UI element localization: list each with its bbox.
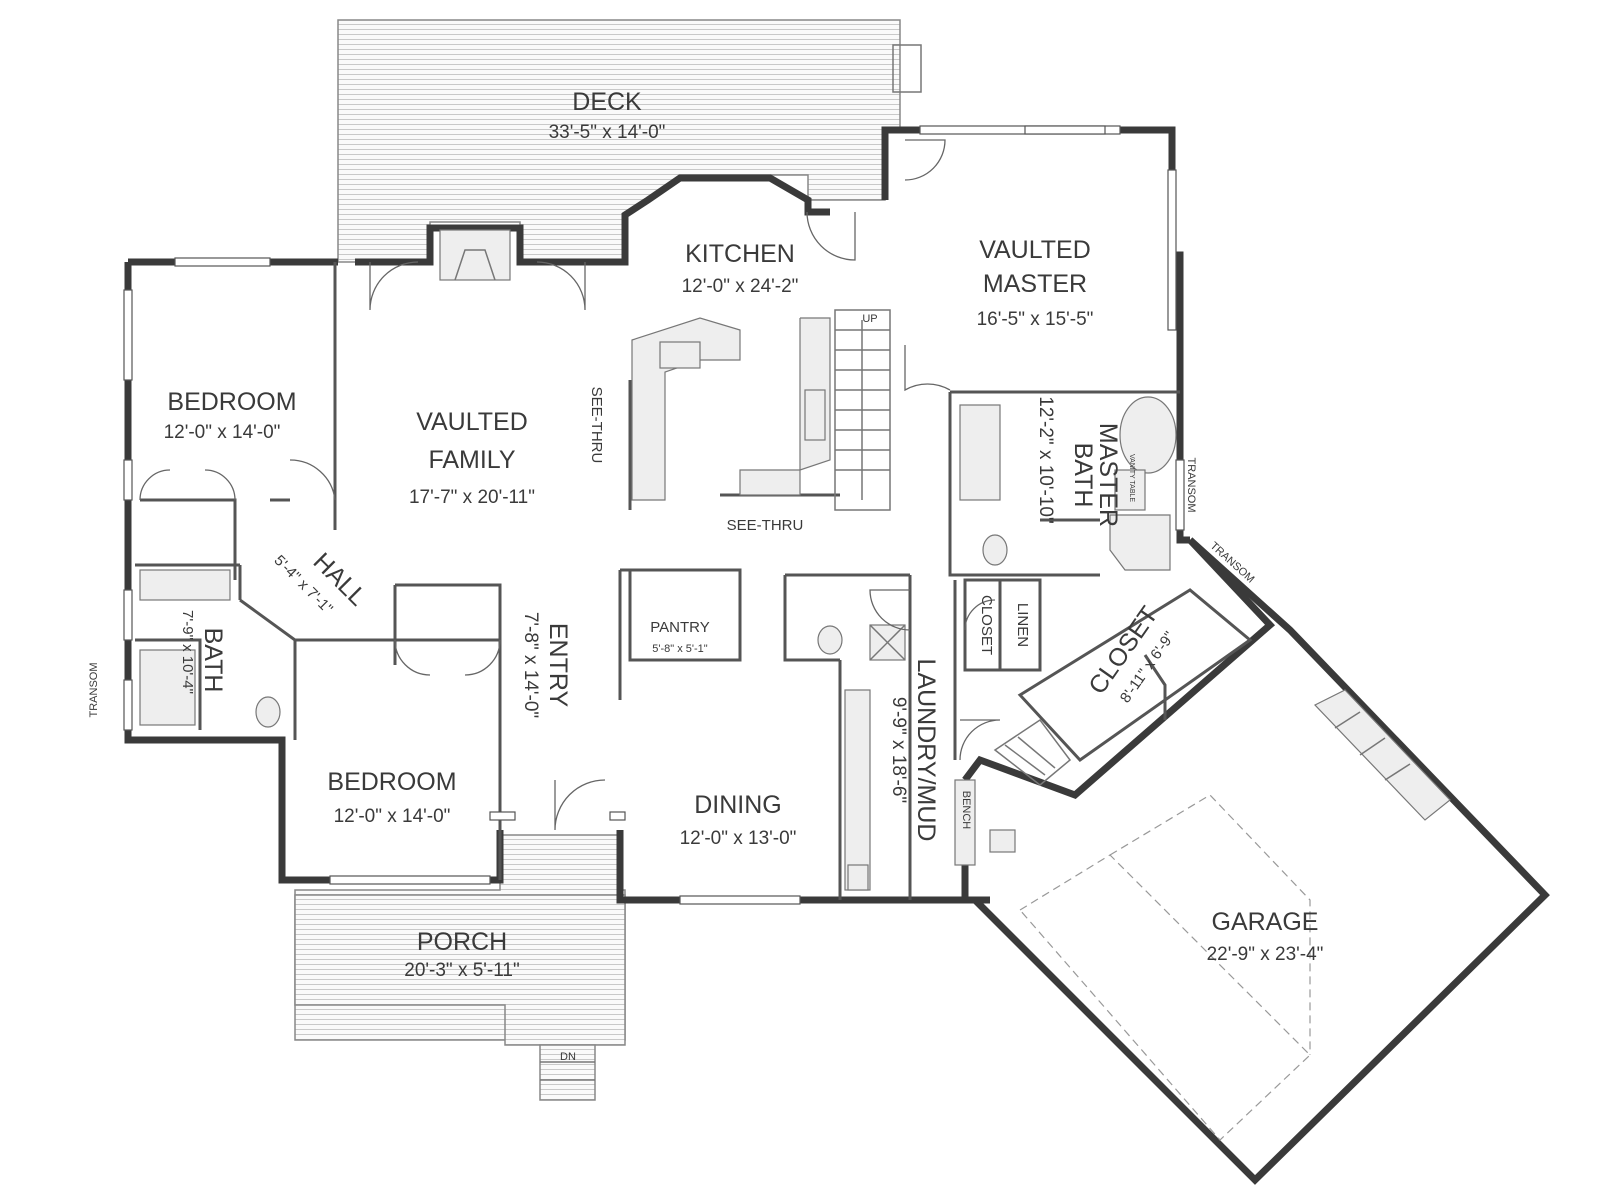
bedroom-nw-dim: 12'-0" x 14'-0" xyxy=(164,422,281,443)
vanity-table xyxy=(1114,469,1146,511)
interior-walls xyxy=(135,262,1253,900)
family-dim: 17'-7" x 20'-11" xyxy=(409,487,535,508)
master-bath-dim: 12'-2" x 10'-10" xyxy=(1035,396,1056,523)
bedroom-sw-dim: 12'-0" x 14'-0" xyxy=(334,806,451,827)
pantry-name: PANTRY xyxy=(650,619,709,636)
bedroom-nw-name: BEDROOM xyxy=(167,388,296,416)
bedroom-sw-name: BEDROOM xyxy=(327,768,456,796)
transom-right-note: TRANSOM xyxy=(1185,458,1197,513)
windows xyxy=(123,125,1185,905)
bath-name: BATH xyxy=(199,628,227,693)
garage-dim: 22'-9" x 23'-4" xyxy=(1207,944,1324,965)
master-bath-name-2: BATH xyxy=(1069,443,1097,508)
laundry-counter xyxy=(844,689,871,891)
family-name-1: VAULTED xyxy=(416,408,528,436)
closet-small-name: CLOSET xyxy=(978,595,995,655)
fireplace xyxy=(439,229,511,281)
laundry-name: LAUNDRY/MUD xyxy=(912,659,940,842)
kitchen-name: KITCHEN xyxy=(685,240,795,268)
bench xyxy=(954,779,976,866)
see-thru-bottom-note: SEE-THRU xyxy=(727,517,804,534)
deck-name: DECK xyxy=(572,88,642,116)
deck-dim: 33'-5" x 14'-0" xyxy=(549,122,666,143)
kitchen-dim: 12'-0" x 24'-2" xyxy=(682,276,799,297)
dining-dim: 12'-0" x 13'-0" xyxy=(680,828,797,849)
chimney-vent xyxy=(892,44,922,93)
vanity-hall-bath xyxy=(139,569,231,601)
linen-name: LINEN xyxy=(1014,603,1031,647)
master-vanity xyxy=(959,404,1001,501)
doors xyxy=(139,139,1001,831)
entry-name: ENTRY xyxy=(544,623,572,708)
master-name-1: VAULTED xyxy=(979,236,1091,264)
garage-car-outline-left xyxy=(1019,854,1311,1141)
master-dim: 16'-5" x 15'-5" xyxy=(977,309,1094,330)
porch-name: PORCH xyxy=(417,928,507,956)
kitchen-sink xyxy=(659,341,701,369)
exterior-walls xyxy=(124,126,1276,904)
laundry-dim: 9'-9" x 18'-6" xyxy=(888,697,909,803)
room-labels: DECK 33'-5" x 14'-0" KITCHEN 12'-0" x 24… xyxy=(164,88,1324,981)
master-tub xyxy=(1119,396,1177,474)
stair-up-note: UP xyxy=(862,313,877,325)
kitchen-counter-east xyxy=(739,317,831,496)
dining-name: DINING xyxy=(694,791,782,819)
laundry-sink xyxy=(847,864,869,891)
fixtures xyxy=(139,229,1177,891)
toilet-master xyxy=(982,534,1008,566)
garage-storage-shelf xyxy=(1314,689,1451,821)
range xyxy=(804,389,826,441)
toilet-hall-bath xyxy=(255,696,281,728)
master-name-2: MASTER xyxy=(983,270,1087,298)
porch-steps xyxy=(539,1044,596,1101)
garage-stair xyxy=(993,718,1072,786)
stair-down-note: DN xyxy=(560,1051,576,1063)
garage-name: GARAGE xyxy=(1212,908,1319,936)
garage-car-outline-right xyxy=(1109,794,1311,1055)
transom-left-note: TRANSOM xyxy=(88,663,100,718)
garage-sink xyxy=(989,829,1016,853)
bath-dim: 7'-9" x 10'-4" xyxy=(179,610,196,694)
bench-note: BENCH xyxy=(960,791,972,830)
master-shower xyxy=(1109,514,1171,571)
tub-hall-bath xyxy=(139,649,196,726)
vanity-note: VANITY TABLE xyxy=(1128,454,1135,502)
toilet-powder xyxy=(817,625,843,655)
entry-dim: 7'-8" x 14'-0" xyxy=(520,612,541,718)
porch-dim: 20'-3" x 5'-11" xyxy=(404,960,519,981)
see-thru-left-note: SEE-THRU xyxy=(588,387,605,464)
pantry-dim: 5'-8" x 5'-1" xyxy=(652,643,708,655)
master-bath-name-1: MASTER xyxy=(1094,423,1122,527)
family-name-2: FAMILY xyxy=(428,446,515,474)
